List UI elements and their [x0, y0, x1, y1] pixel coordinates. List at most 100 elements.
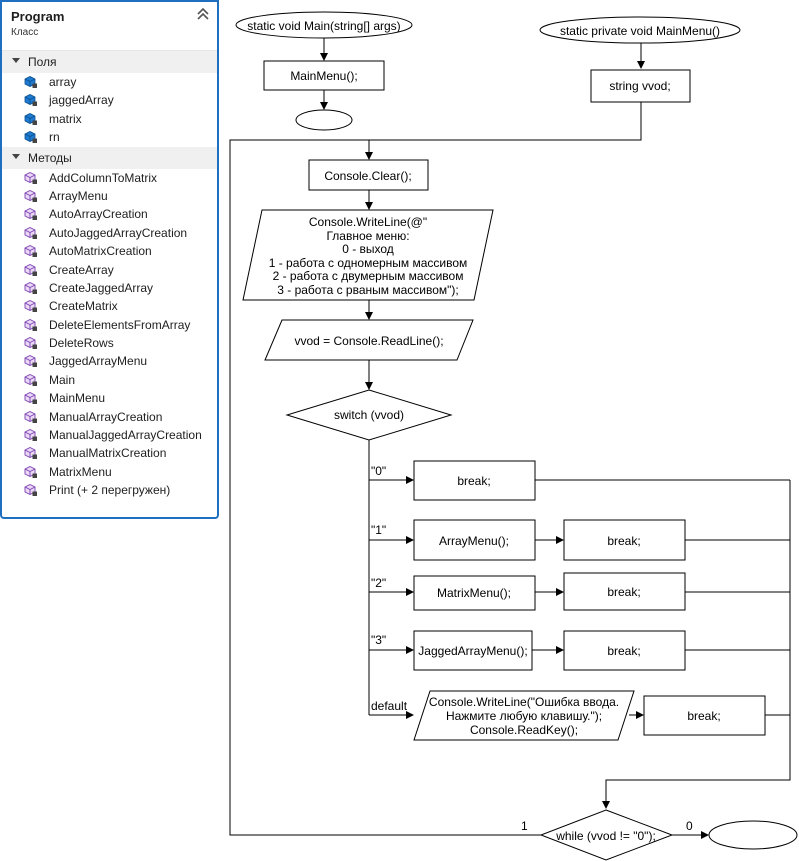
field-icon	[24, 93, 38, 107]
writeline-line-1: Console.WriteLine(@"	[309, 215, 427, 229]
class-view-panel: Program Класс Поля array jaggedArray matri…	[0, 0, 219, 519]
method-item[interactable]: ManualJaggedArrayCreation	[2, 426, 217, 444]
case1-break-text: break;	[607, 534, 640, 548]
method-item[interactable]: MainMenu	[2, 389, 217, 407]
method-name: AutoJaggedArrayCreation	[49, 225, 188, 240]
method-name: ArrayMenu	[49, 188, 108, 203]
method-item[interactable]: ManualMatrixCreation	[2, 444, 217, 462]
default-line-1: Console.WriteLine("Ошибка ввода.	[429, 695, 619, 709]
method-name: CreateMatrix	[49, 299, 118, 314]
method-name: CreateJaggedArray	[49, 280, 154, 295]
case1-call-text: ArrayMenu();	[439, 534, 509, 548]
case2-break-text: break;	[607, 585, 640, 599]
expand-triangle-icon	[12, 153, 20, 159]
fields-section-label: Поля	[28, 55, 57, 69]
switch-decision	[285, 389, 453, 441]
case0-label: "0"	[371, 464, 386, 478]
field-name: array	[49, 75, 77, 89]
method-name: Main	[49, 372, 76, 387]
method-item[interactable]: AutoArrayCreation	[2, 205, 217, 223]
writeline-line-2: Главное меню:	[326, 229, 409, 243]
method-name: AutoArrayCreation	[49, 207, 148, 222]
field-name: rn	[49, 130, 60, 145]
method-icon	[24, 336, 38, 350]
method-item[interactable]: AddColumnToMatrix	[2, 169, 217, 187]
mainmenu-start-terminal	[539, 16, 741, 44]
class-kind: Класс	[11, 27, 39, 38]
method-item[interactable]: AutoMatrixCreation	[2, 242, 217, 260]
field-icon	[24, 112, 38, 126]
writeline-line-6: 3 - работа с рваным массивом");	[277, 283, 458, 297]
case2-break-box	[563, 572, 686, 611]
methods-section-header[interactable]: Методы	[2, 146, 217, 169]
class-name: Program	[11, 9, 65, 24]
method-name: DeleteElementsFromArray	[49, 317, 191, 332]
case2-label: "2"	[371, 576, 386, 590]
readline-text: vvod = Console.ReadLine();	[294, 334, 443, 348]
method-icon	[24, 354, 38, 368]
method-icon	[24, 446, 38, 460]
method-icon	[24, 244, 38, 258]
fields-list: array jaggedArray matrix rn	[2, 73, 217, 147]
default-break-text: break;	[687, 709, 720, 723]
method-name: CreateArray	[49, 262, 114, 277]
method-item[interactable]: ManualArrayCreation	[2, 408, 217, 426]
writeline-line-4: 1 - работа с одномерным массивом	[269, 256, 468, 270]
flow-labels: static void Main(string[] args) MainMenu…	[247, 19, 720, 843]
flow-shapes	[235, 11, 798, 861]
case1-break-box	[563, 519, 686, 561]
method-name: DeleteRows	[49, 336, 114, 351]
field-item[interactable]: jaggedArray	[2, 91, 217, 109]
method-icon	[24, 189, 38, 203]
field-item[interactable]: array	[2, 73, 217, 91]
method-item[interactable]: CreateJaggedArray	[2, 279, 217, 297]
field-name: jaggedArray	[49, 93, 114, 108]
method-item[interactable]: AutoJaggedArrayCreation	[2, 224, 217, 242]
method-item[interactable]: DeleteElementsFromArray	[2, 316, 217, 334]
switch-text: switch (vvod)	[334, 408, 404, 422]
writeline-line-3: 0 - выход	[342, 242, 394, 256]
field-item[interactable]: matrix	[2, 110, 217, 128]
case3-call-box	[413, 630, 533, 671]
method-item[interactable]: MatrixMenu	[2, 463, 217, 481]
case3-break-text: break;	[607, 644, 640, 658]
method-name: ManualArrayCreation	[49, 409, 163, 424]
method-item[interactable]: ArrayMenu	[2, 187, 217, 205]
method-item[interactable]: JaggedArrayMenu	[2, 352, 217, 370]
while-text: while (vvod != "0");	[555, 829, 656, 843]
method-item[interactable]: Print (+ 2 перегружен)	[2, 481, 217, 499]
method-name: ManualJaggedArrayCreation	[49, 428, 202, 443]
declare-text: string vvod;	[609, 79, 670, 93]
default-break-box	[643, 695, 766, 736]
method-icon	[24, 281, 38, 295]
while-decision	[539, 809, 674, 861]
field-item[interactable]: rn	[2, 128, 217, 146]
method-item[interactable]: CreateArray	[2, 261, 217, 279]
method-item[interactable]: DeleteRows	[2, 334, 217, 352]
method-name: ManualMatrixCreation	[49, 446, 167, 461]
default-line-3: Console.ReadKey();	[470, 723, 578, 737]
method-icon	[24, 465, 38, 479]
writeline-line-5: 2 - работа с двумерным массивом	[273, 269, 464, 283]
method-item[interactable]: Main	[2, 371, 217, 389]
loop-label-1: 1	[521, 819, 528, 833]
main-start-text: static void Main(string[] args)	[247, 19, 400, 33]
field-icon	[24, 130, 38, 144]
clear-text: Console.Clear();	[324, 169, 411, 183]
collapse-chevron-icon[interactable]	[195, 6, 211, 22]
main-end-terminal	[295, 109, 353, 131]
fields-section-header[interactable]: Поля	[2, 51, 217, 73]
main-call-box	[263, 60, 385, 91]
class-view-header: Program Класс	[2, 2, 217, 51]
method-icon	[24, 299, 38, 313]
method-icon	[24, 373, 38, 387]
field-icon	[24, 75, 38, 89]
method-item[interactable]: CreateMatrix	[2, 297, 217, 315]
default-line-2: Нажмите любую клавишу.");	[446, 709, 602, 723]
default-io	[413, 690, 635, 741]
branch-labels: "0" "1" "2" "3" default 1 0	[371, 464, 693, 833]
writeline-io	[242, 209, 494, 301]
methods-section-label: Методы	[28, 150, 72, 165]
case3-break-box	[563, 630, 686, 671]
